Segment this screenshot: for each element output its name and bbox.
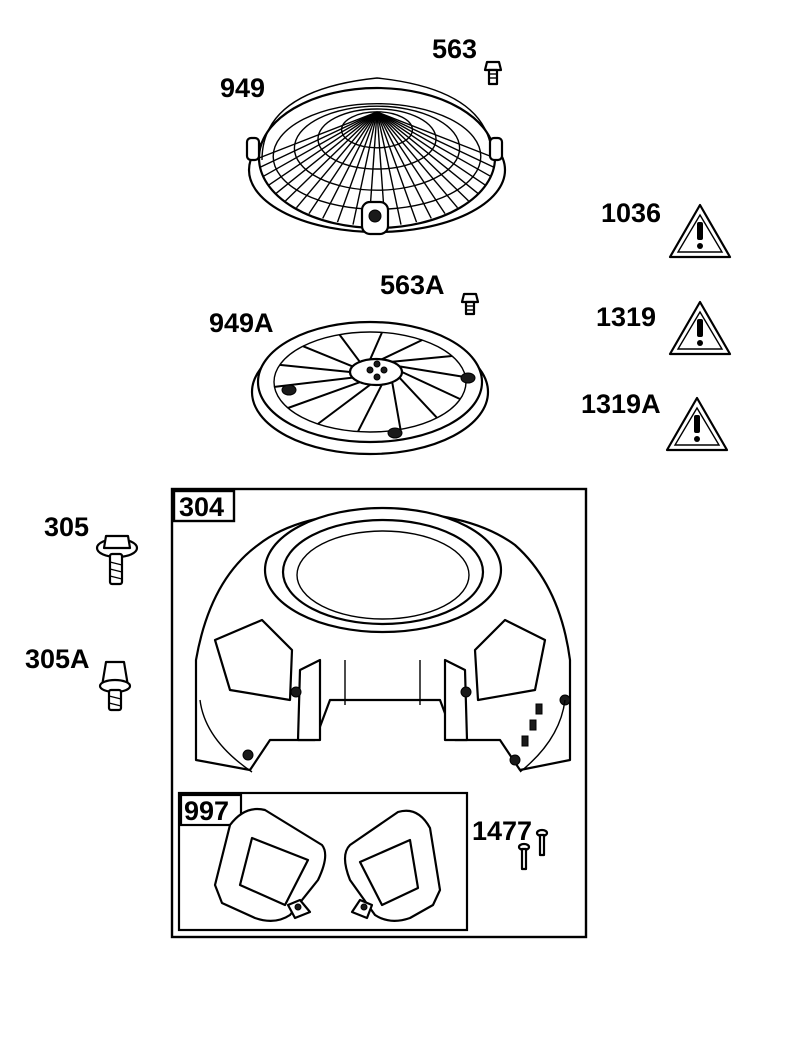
label-1319A: 1319A [581, 389, 661, 419]
blower-housing [194, 506, 572, 773]
label-997: 997 [184, 796, 229, 826]
assembly-997-frame [177, 791, 469, 932]
bolt-305 [95, 534, 139, 586]
air-guide-right [343, 809, 442, 922]
assembly-304-frame [170, 487, 588, 939]
air-guide-left [213, 807, 327, 922]
blower-screen [245, 77, 507, 236]
bolt-305A [98, 660, 132, 712]
label-305A: 305A [25, 644, 90, 674]
label-304: 304 [179, 492, 224, 522]
warning-triangle-icon [665, 396, 729, 452]
flywheel-fan [250, 320, 490, 456]
label-563A: 563A [380, 270, 445, 300]
label-box-997 [179, 793, 243, 827]
screw-563 [483, 60, 503, 86]
screw-1477 [517, 828, 549, 871]
label-1319: 1319 [596, 302, 656, 332]
label-box-304 [172, 489, 236, 523]
warning-triangle-icon [668, 300, 732, 356]
warning-triangle-icon [668, 203, 732, 259]
label-949: 949 [220, 73, 265, 103]
label-1477: 1477 [472, 816, 532, 846]
label-1036: 1036 [601, 198, 661, 228]
label-949A: 949A [209, 308, 274, 338]
screw-563A [460, 292, 480, 316]
label-563: 563 [432, 34, 477, 64]
label-305: 305 [44, 512, 89, 542]
